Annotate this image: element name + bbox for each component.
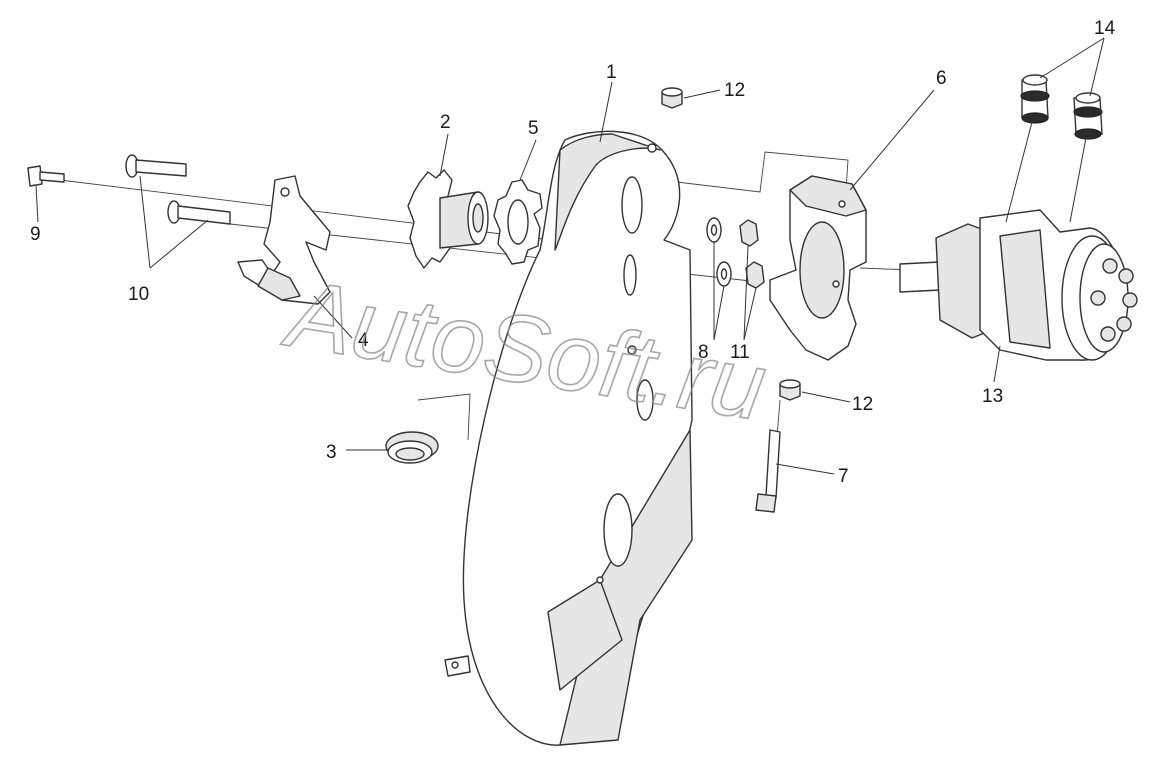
- part-11-nut-upper: [739, 219, 759, 247]
- callout-labels: 1 2 3 4 5 6 7 8 9 10 11 12 12 13 14: [30, 18, 1116, 487]
- part-14-fitting-left: [1020, 74, 1050, 124]
- part-8-washer-upper: [706, 217, 722, 243]
- callout-8: 8: [698, 342, 709, 363]
- part-5-spacer-ring: [493, 179, 543, 265]
- part-2-sprocket: [407, 169, 489, 269]
- callout-12-bottom: 12: [852, 394, 873, 415]
- part-12-nut-top: [661, 87, 683, 109]
- callout-13: 13: [982, 386, 1003, 407]
- callout-3: 3: [326, 442, 337, 463]
- motor-bolt-heads: [1090, 258, 1138, 342]
- part-6-mounting-flange: [769, 175, 867, 361]
- part-13-hydraulic-motor: [899, 209, 1138, 361]
- callout-10: 10: [128, 284, 149, 305]
- part-9-bolt: [27, 165, 65, 187]
- callout-9: 9: [30, 224, 41, 245]
- callout-4: 4: [358, 330, 369, 351]
- callout-12-top: 12: [724, 80, 745, 101]
- callout-6: 6: [936, 68, 947, 89]
- part-4-bracket: [237, 175, 331, 305]
- part-12-nut-bottom: [779, 379, 801, 401]
- callout-5: 5: [528, 118, 539, 139]
- part-7-long-bolt: [755, 429, 781, 513]
- callout-1: 1: [606, 62, 617, 83]
- callout-14: 14: [1094, 18, 1116, 39]
- part-10-bolt-lower: [167, 200, 231, 225]
- part-14-fitting-right: [1073, 92, 1103, 140]
- callout-11: 11: [730, 342, 750, 363]
- callout-7: 7: [838, 466, 849, 487]
- part-11-nut-lower: [745, 261, 765, 289]
- leader-lines: [35, 37, 1105, 475]
- part-8-washer-lower: [716, 261, 732, 287]
- callout-2: 2: [440, 112, 451, 133]
- part-3-grommet: [385, 431, 439, 464]
- part-1-housing-plate: [444, 130, 693, 746]
- part-10-bolt-upper: [125, 154, 187, 178]
